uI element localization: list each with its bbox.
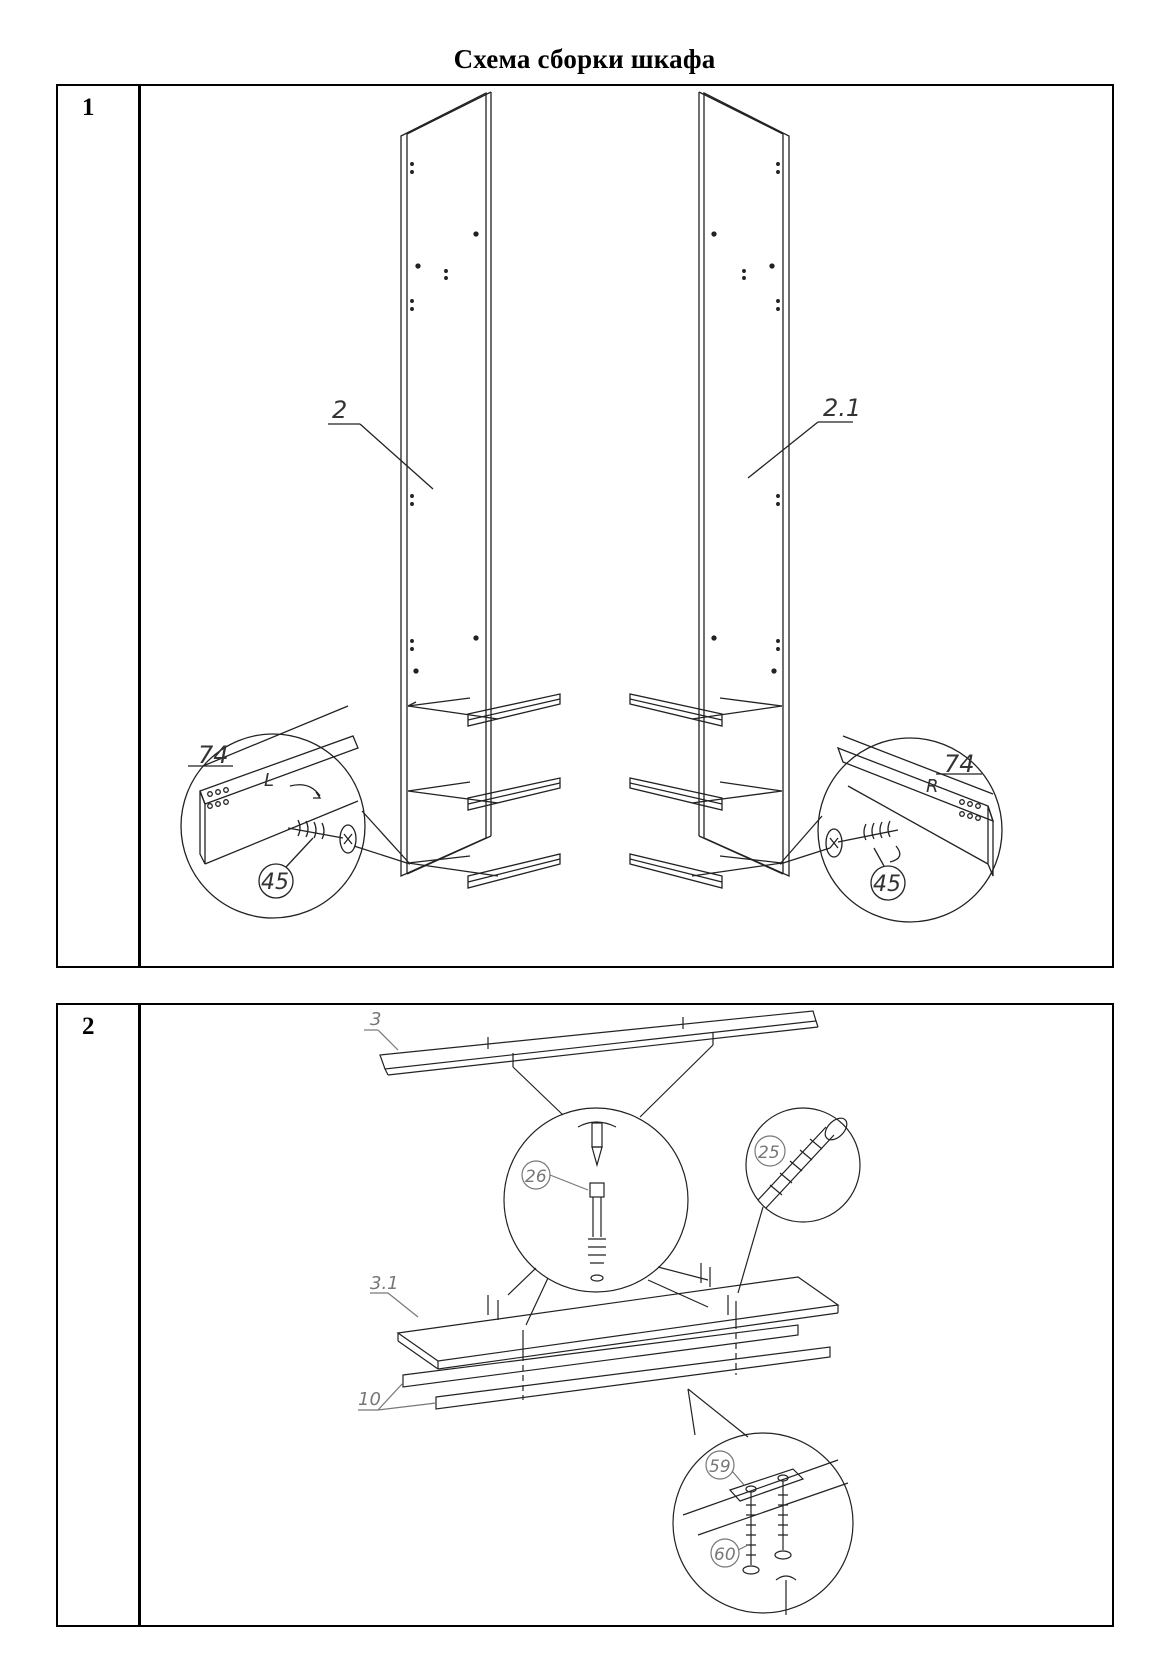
right-side-panel xyxy=(698,91,790,878)
label-bottom-board: 3.1 xyxy=(370,1273,399,1294)
label-left-screw: 45 xyxy=(261,870,289,895)
label-bracket: 59 xyxy=(709,1457,731,1477)
step-number: 2 xyxy=(82,1013,95,1040)
left-rail-detail: 74 L 45 xyxy=(180,705,411,919)
confirmat-detail: 25 xyxy=(737,1107,861,1294)
bracket-detail: 59 60 xyxy=(672,1388,854,1615)
step-number: 1 xyxy=(82,94,95,121)
step-number-cell: 1 xyxy=(58,86,141,966)
step-1-drawing: 2 2.1 74 L 45 xyxy=(180,91,1003,923)
bottom-board xyxy=(396,1263,840,1370)
label-confirmat: 25 xyxy=(758,1143,780,1163)
label-right-rail: 74 xyxy=(944,750,975,778)
label-right-panel: 2.1 xyxy=(823,394,861,422)
label-top-board: 3 xyxy=(370,1009,381,1030)
right-rail-detail: 74 R 45 xyxy=(779,735,1003,923)
label-right-screw: 45 xyxy=(873,872,901,897)
label-plinth: 10 xyxy=(358,1389,381,1410)
label-eccentric: 26 xyxy=(525,1167,547,1187)
step-1-frame: 1 xyxy=(56,84,1114,968)
step-2-frame: 2 3 26 xyxy=(56,1003,1114,1627)
step-2-drawing: 3 26 25 xyxy=(358,1009,861,1615)
top-board xyxy=(379,1010,819,1076)
right-drawer-rails xyxy=(629,693,783,889)
eccentric-detail: 26 xyxy=(503,1044,714,1326)
left-drawer-rails xyxy=(407,693,561,889)
label-bracket-screw: 60 xyxy=(714,1545,736,1565)
step-number-cell: 2 xyxy=(58,1005,141,1625)
label-right-side: R xyxy=(926,776,939,797)
left-side-panel xyxy=(400,91,492,878)
page-title: Схема сборки шкафа xyxy=(453,44,716,74)
label-left-panel: 2 xyxy=(332,396,347,424)
label-left-rail: 74 xyxy=(198,741,229,769)
label-left-side: L xyxy=(264,770,274,791)
